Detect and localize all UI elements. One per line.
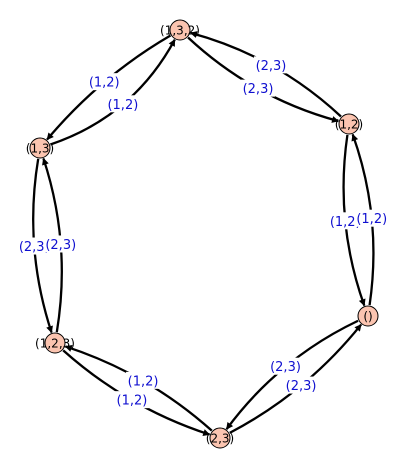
edge-label-background <box>43 235 78 253</box>
edge-label-background <box>253 56 288 74</box>
edge-label: (2,3) <box>45 238 76 253</box>
edge-label: (1,2) <box>117 394 148 409</box>
edge-label-background <box>105 95 140 113</box>
edge-labels-layer: (1,2)(1,2)(2,3)(2,3)(2,3)(2,3)(1,2)(1,2)… <box>17 56 389 409</box>
edge-v12-to-v132 <box>189 31 342 118</box>
edge-label-background <box>354 209 389 227</box>
vertex-v123 <box>44 332 66 354</box>
vertex-v132 <box>169 19 191 41</box>
vertices-layer: (1,3,2) (1,2) (1,3) () (1,2,3) (2,3) <box>26 19 379 449</box>
vertex-v12 <box>338 113 360 135</box>
edge-label: (1,2) <box>356 212 387 227</box>
vertex-label: (1,2) <box>335 118 363 132</box>
vertex-vid <box>357 305 379 327</box>
vertex-label: (1,3,2) <box>160 24 200 38</box>
edge-label-background <box>328 212 363 230</box>
edge-label-background <box>284 376 319 394</box>
vertex-v13 <box>29 137 51 159</box>
edge-label: (1,2) <box>89 76 120 91</box>
edge-label: (2,3) <box>286 379 317 394</box>
edge-label: (1,2) <box>128 374 159 389</box>
edge-label: (1,2) <box>107 98 138 113</box>
edge-label-background <box>17 237 52 255</box>
edge-label-background <box>241 79 276 97</box>
vertex-label: () <box>363 310 372 324</box>
edge-label: (1,2) <box>330 215 361 230</box>
edge-v13-to-v132 <box>50 39 176 146</box>
edge-label: (2,3) <box>19 240 50 255</box>
edge-label-background <box>87 73 122 91</box>
edge-label-background <box>268 357 303 375</box>
edge-label: (2,3) <box>270 360 301 375</box>
edge-v132-to-v12 <box>187 36 340 123</box>
vertex-label: (1,3) <box>26 142 54 156</box>
edge-label-background <box>114 391 149 409</box>
edges-layer <box>32 31 375 436</box>
edge-label: (2,3) <box>256 59 287 74</box>
vertex-label: (1,2,3) <box>35 337 75 351</box>
edge-label-background <box>126 371 161 389</box>
vertex-v23 <box>209 427 231 449</box>
vertex-label: (2,3) <box>206 432 234 446</box>
edge-label: (2,3) <box>243 82 274 97</box>
